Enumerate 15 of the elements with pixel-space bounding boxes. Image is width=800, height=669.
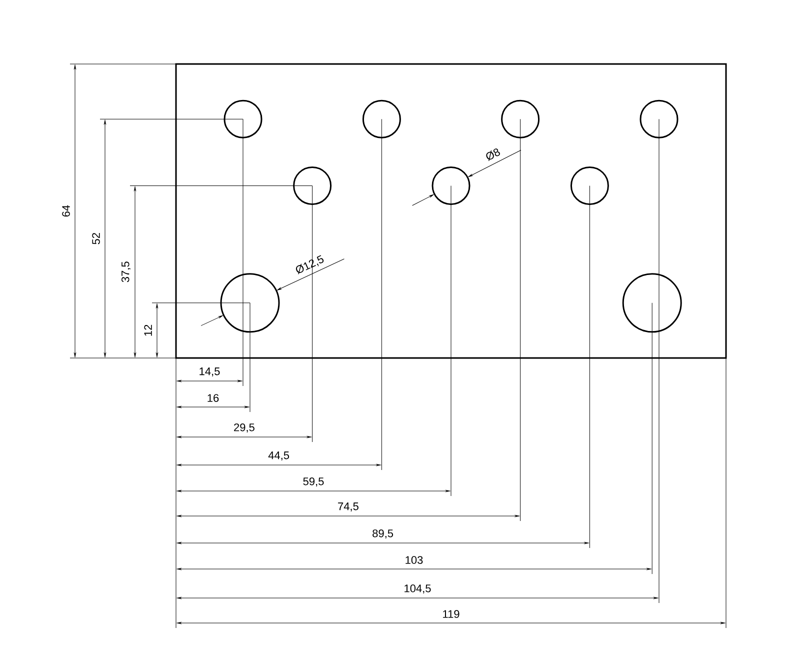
dimension-label: 37,5 (121, 262, 131, 282)
dimension-label: 74,5 (338, 502, 358, 512)
dimension-label: 104,5 (404, 584, 431, 594)
dimension-label: 44,5 (268, 452, 290, 460)
dimension-label: 29,5 (234, 423, 254, 433)
dimension-label: Ø8 (486, 148, 500, 162)
dimension-label: 89,5 (372, 529, 394, 539)
dimension-label: 52 (92, 233, 100, 244)
dimension-label: 119 (443, 610, 460, 618)
dimension-label: 12 (144, 324, 152, 336)
dimension-label: 103 (406, 556, 423, 564)
dimension-label: 14,5 (200, 368, 220, 376)
dimension-label: 59,5 (303, 477, 324, 487)
dimension-label: 16 (208, 394, 219, 402)
dimension-label: 64 (62, 205, 70, 217)
